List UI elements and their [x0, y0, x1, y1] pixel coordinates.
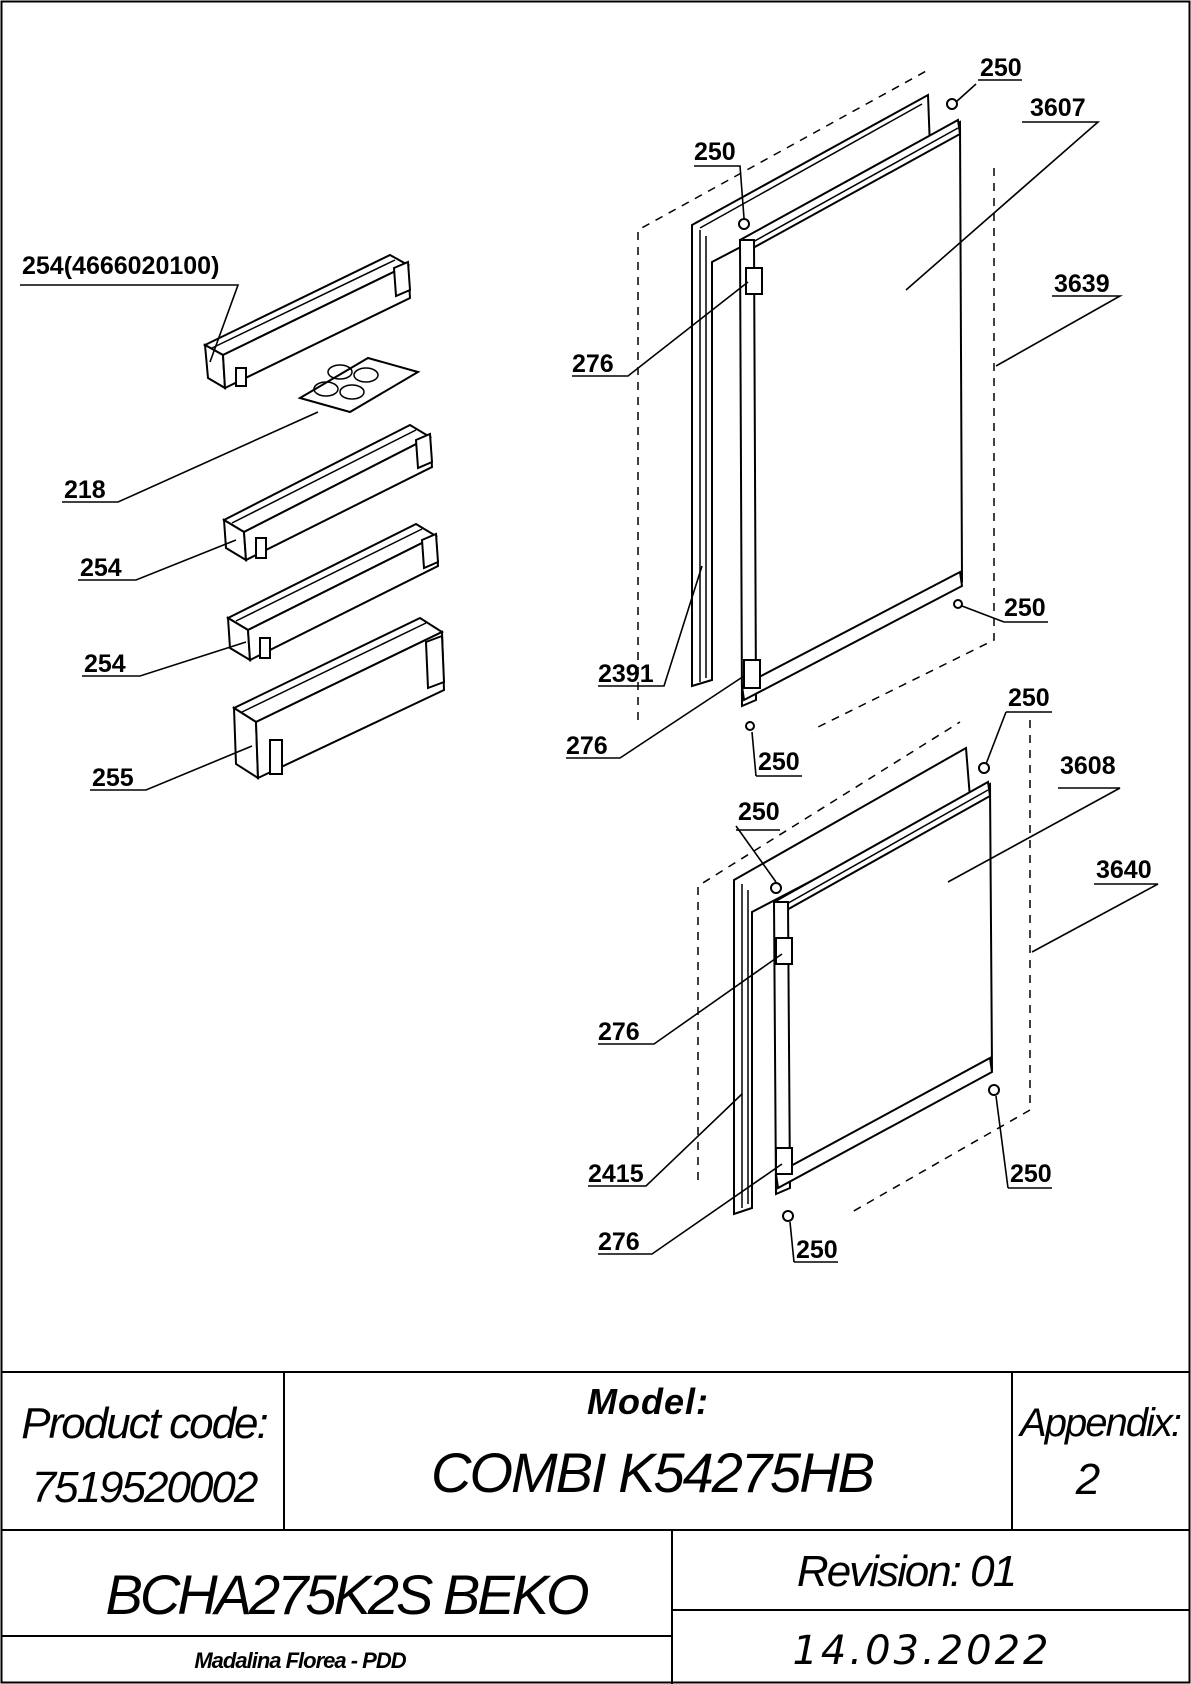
label-276-upper-top: 276 [572, 350, 614, 378]
label-3608: 3608 [1060, 752, 1116, 780]
lower-door-assembly [697, 720, 1031, 1222]
author: Madalina Florea - PDD [194, 1648, 406, 1673]
leader-lines [20, 79, 1159, 1263]
label-254-4666020100: 254(4666020100) [22, 252, 219, 280]
door-shelf-top [202, 253, 412, 390]
revision: Revision: 01 [797, 1547, 1015, 1596]
label-250-upper-bottom-right: 250 [1004, 594, 1046, 622]
label-3607: 3607 [1030, 94, 1086, 122]
label-3639: 3639 [1054, 270, 1110, 298]
product-code-label: Product code: [21, 1399, 267, 1448]
part-labels: 254(4666020100) 218 254 254 255 250 3607… [22, 54, 1152, 1264]
bottle-shelf [231, 616, 446, 780]
label-250-lower-bottom-right: 250 [1010, 1160, 1052, 1188]
product-code-value: 7519520002 [32, 1463, 258, 1512]
label-250-lower-top-right: 250 [1008, 684, 1050, 712]
label-254-low: 254 [84, 650, 126, 678]
label-250-upper-bottom-left: 250 [758, 748, 800, 776]
upper-door-assembly [637, 69, 995, 731]
label-2415: 2415 [588, 1160, 644, 1188]
product-name: BCHA275K2S BEKO [105, 1563, 587, 1626]
revision-date: 14.03.2022 [792, 1628, 1051, 1674]
label-276-upper-bottom: 276 [566, 732, 608, 760]
model-label: Model: [587, 1381, 709, 1422]
title-block: Product code: 7519520002 Model: COMBI K5… [1, 1371, 1190, 1684]
label-218: 218 [64, 476, 106, 504]
label-254-middle: 254 [80, 554, 122, 582]
label-250-lower-bottom-left: 250 [796, 1236, 838, 1264]
model-value: COMBI K54275HB [431, 1441, 874, 1504]
label-3640: 3640 [1096, 856, 1152, 884]
door-shelf-middle [221, 423, 434, 562]
label-2391: 2391 [598, 660, 654, 688]
label-255: 255 [92, 764, 134, 792]
egg-tray [297, 356, 421, 414]
label-250-upper-top-left: 250 [694, 138, 736, 166]
label-276-lower-top: 276 [598, 1018, 640, 1046]
label-276-lower-bottom: 276 [598, 1228, 640, 1256]
appendix-label: Appendix: [1018, 1401, 1181, 1445]
door-shelf-low [225, 522, 440, 662]
label-250-upper-top-right: 250 [980, 54, 1022, 82]
appendix-value: 2 [1075, 1455, 1100, 1504]
label-250-lower-top-left: 250 [738, 798, 780, 826]
